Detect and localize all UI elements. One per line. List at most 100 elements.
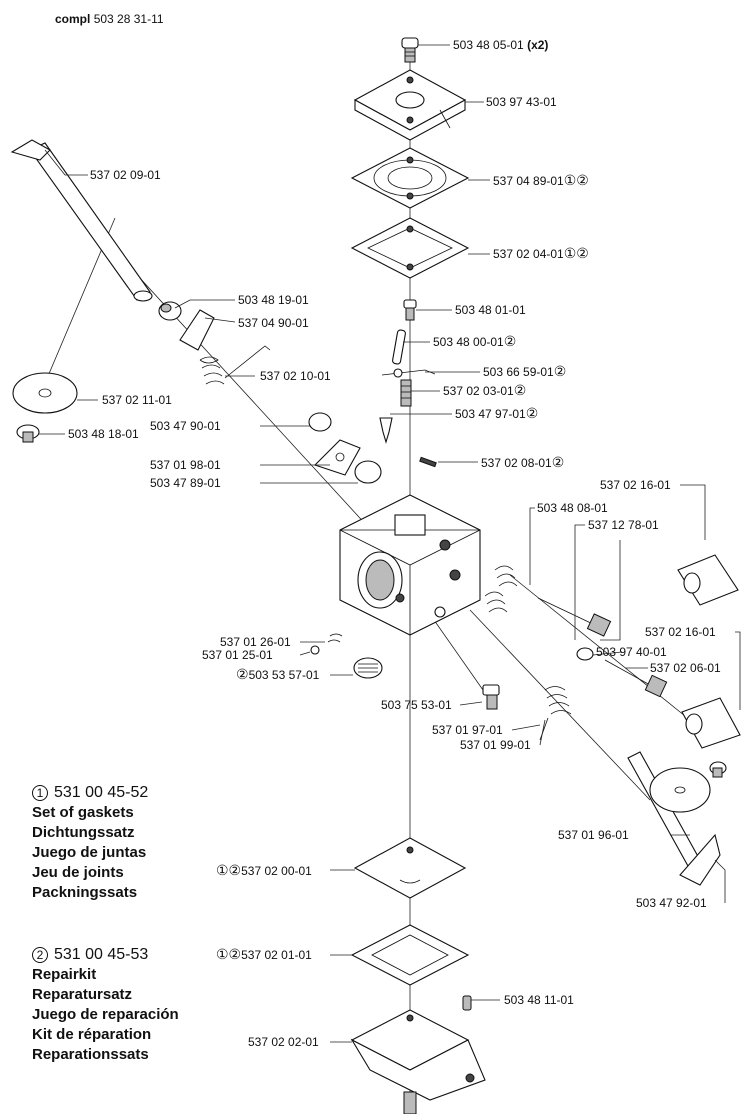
part-label-537-12-78-01: 537 12 78-01 — [588, 518, 659, 532]
part-label-537-01-97-01: 537 01 97-01 — [432, 723, 503, 737]
carburetor-body — [339, 494, 481, 636]
kit-heading: 2 531 00 45-53 — [32, 945, 179, 965]
assembly-number: compl 503 28 31-11 — [55, 12, 164, 26]
kit-description: Reparatursatz — [32, 986, 133, 1003]
part-label-537-02-16-01-lower: 537 02 16-01 — [645, 625, 716, 639]
part-label-537-02-08-01: 537 02 08-01② — [481, 454, 564, 470]
pump-gasket — [350, 217, 470, 279]
part-label-503-97-40-01: 503 97 40-01 — [596, 645, 667, 659]
part-label-537-01-96-01: 537 01 96-01 — [558, 828, 629, 842]
part-label-503-53-57-01: ②503 53 57-01 — [236, 666, 320, 682]
part-label-537-01-26-01: 537 01 26-01 — [220, 635, 291, 649]
part-label-503-47-90-01: 503 47 90-01 — [150, 419, 221, 433]
adjust-spring-upper — [494, 565, 518, 587]
lever-bearing — [308, 412, 332, 432]
part-label-537-01-99-01: 537 01 99-01 — [460, 738, 531, 752]
part-label-503-48-05-01: 503 48 05-01 (x2) — [453, 38, 548, 52]
part-label-503-75-53-01: 503 75 53-01 — [381, 698, 452, 712]
part-label-503-48-18-01: 503 48 18-01 — [68, 427, 139, 441]
kit-legend-repair: 2 531 00 45-53 Repairkit Reparatursatz J… — [32, 945, 179, 1065]
kit-description: Dichtungssatz — [32, 824, 135, 841]
part-label-537-02-03-01: 537 02 03-01② — [443, 382, 526, 398]
metering-spring — [400, 379, 412, 407]
throttle-plate — [12, 372, 78, 414]
kit-number: 531 00 45-52 — [54, 784, 149, 801]
fuel-screw — [482, 684, 500, 710]
choke-bushing — [354, 460, 382, 484]
part-label-503-48-01-01: 503 48 01-01 — [455, 303, 526, 317]
plate-screw — [16, 424, 40, 443]
kit-description: Repairkit — [32, 966, 97, 983]
part-label-503-48-11-01: 503 48 11-01 — [504, 993, 574, 1007]
pump-cover — [353, 69, 467, 141]
part-label-537-02-01-01: ①②537 02 01-01 — [216, 946, 312, 962]
part-label-537-02-00-01: ①②537 02 00-01 — [216, 862, 312, 878]
welch-plug — [419, 456, 437, 468]
kit-description: Set of gaskets — [32, 804, 134, 821]
small-screw — [403, 299, 417, 321]
choke-axis-line — [469, 609, 651, 801]
part-labels: 503 48 05-01 (x2) 503 97 43-01 537 04 89… — [68, 38, 721, 1049]
part-label-537-02-11-01: 537 02 11-01 — [102, 393, 172, 407]
choke-plate — [649, 767, 711, 813]
kit-number: 531 00 45-53 — [54, 946, 149, 963]
throttle-lever — [179, 309, 215, 351]
kit-description: Packningssats — [32, 884, 138, 901]
choke-lever — [679, 833, 721, 886]
throttle-return-spring — [199, 345, 271, 385]
part-label-537-02-09-01: 537 02 09-01 — [90, 168, 161, 182]
kit-mark-badge: 1 — [32, 785, 48, 801]
kit-heading: 1 531 00 45-52 — [32, 783, 148, 803]
part-label-503-47-89-01: 503 47 89-01 — [150, 476, 221, 490]
part-label-537-02-16-01-upper: 537 02 16-01 — [600, 478, 671, 492]
plug-screw — [462, 995, 472, 1011]
fulcrum-pin — [392, 329, 406, 365]
part-label-503-47-92-01: 503 47 92-01 — [636, 896, 707, 910]
throttle-shaft — [10, 139, 153, 302]
metering-lever — [381, 368, 436, 378]
part-label-537-02-10-01: 537 02 10-01 — [260, 369, 331, 383]
adjust-spring-lower — [484, 591, 508, 613]
kit-description: Kit de réparation — [32, 1026, 152, 1043]
assembly-prefix: compl — [55, 12, 91, 26]
pump-diaphragm — [350, 147, 470, 209]
part-label-503-48-00-01: 503 48 00-01② — [433, 333, 516, 349]
part-label-537-04-90-01: 537 04 90-01 — [238, 316, 309, 330]
washer — [576, 647, 594, 661]
choke-plate-screw — [709, 761, 727, 778]
kit-description: Reparationssats — [32, 1046, 149, 1063]
kit-description: Juego de juntas — [32, 844, 147, 861]
choke-spring — [539, 686, 572, 741]
metering-diaphragm — [353, 837, 467, 899]
kit-description: Juego de reparación — [32, 1006, 179, 1023]
kit-description: Jeu de joints — [32, 864, 124, 881]
part-label-503-47-97-01: 503 47 97-01② — [455, 405, 538, 421]
bottom-screw — [403, 1091, 417, 1114]
low-speed-needle — [604, 659, 668, 698]
part-label-537-01-25-01: 537 01 25-01 — [202, 648, 273, 662]
throttle-axis-line — [104, 239, 381, 541]
part-label-503-48-08-01: 503 48 08-01 — [537, 501, 608, 515]
idle-spring — [310, 633, 343, 655]
label-leaders — [38, 44, 741, 1043]
filter-screen — [353, 657, 383, 679]
kit-legend-gaskets: 1 531 00 45-52 Set of gaskets Dichtungss… — [32, 783, 148, 903]
limiter-cap-lower — [681, 697, 741, 749]
metering-cover — [350, 1009, 486, 1101]
choke-detent — [313, 439, 361, 476]
high-speed-needle — [537, 597, 612, 637]
part-label-537-02-04-01: 537 02 04-01①② — [493, 245, 589, 261]
part-label-503-97-43-01: 503 97 43-01 — [486, 95, 557, 109]
metering-gasket — [350, 924, 470, 986]
part-label-537-01-98-01: 537 01 98-01 — [150, 458, 221, 472]
part-label-537-02-02-01: 537 02 02-01 — [248, 1035, 319, 1049]
limiter-cap-upper — [677, 554, 739, 606]
top-screw — [401, 37, 419, 63]
shaft-bushing — [158, 301, 182, 321]
part-label-503-66-59-01: 503 66 59-01② — [483, 363, 566, 379]
kit-mark-badge: 2 — [32, 947, 48, 963]
assembly-code: 503 28 31-11 — [93, 12, 164, 26]
part-label-537-04-89-01: 537 04 89-01①② — [493, 172, 589, 188]
